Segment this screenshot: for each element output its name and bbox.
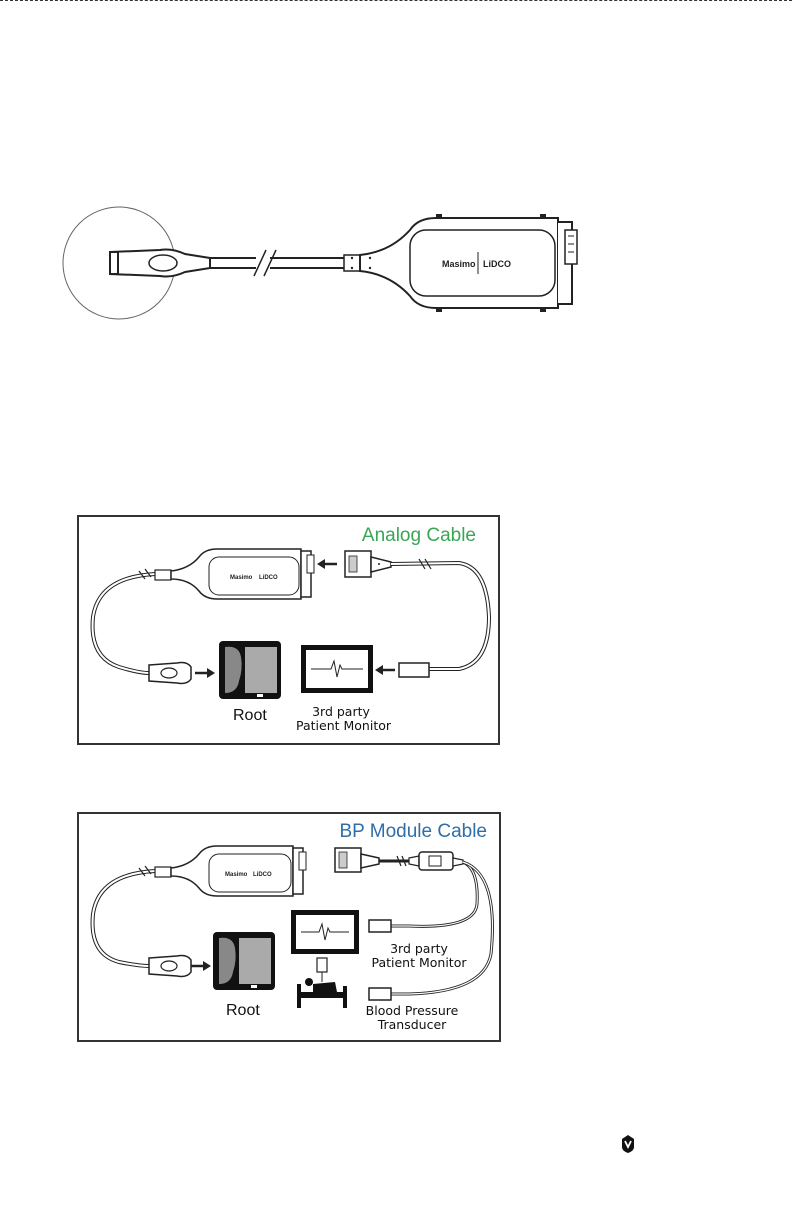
root-label: Root — [226, 1002, 260, 1020]
analog-cable-title: Analog Cable — [362, 525, 476, 547]
arrow-icon — [203, 961, 211, 971]
arrow-icon — [317, 559, 325, 569]
page-cut-line — [0, 0, 792, 1]
masimo-brand-text-bp: Masimo — [225, 872, 248, 878]
monitor-icon — [291, 910, 359, 954]
bp-module-cable-title: BP Module Cable — [339, 821, 487, 843]
masimo-brand-text: Masimo — [442, 259, 476, 269]
analog-cable-diagram: Masimo LiDCO — [79, 517, 498, 743]
masimo-logo-icon — [620, 1134, 636, 1154]
transducer-label: Blood Pressure Transducer — [357, 1004, 467, 1032]
root-device-icon — [213, 932, 275, 990]
lidco-cable-drawing: Masimo LiDCO — [60, 200, 590, 330]
bp-module-cable-panel: Masimo LiDCO — [77, 812, 501, 1042]
arrow-icon — [207, 668, 215, 678]
lidco-brand-text-bp: LiDCO — [253, 872, 272, 878]
root-label: Root — [233, 707, 267, 725]
lidco-brand-text: LiDCO — [483, 259, 511, 269]
monitor-label: 3rd party Patient Monitor — [365, 942, 473, 970]
monitor-icon — [301, 645, 373, 693]
arrow-icon — [375, 665, 383, 675]
masimo-brand-text-analog: Masimo — [230, 575, 253, 581]
lidco-brand-text-analog: LiDCO — [259, 575, 278, 581]
root-device-icon — [219, 641, 281, 699]
lidco-cable-figure: Masimo LiDCO — [60, 200, 590, 330]
monitor-label: 3rd party Patient Monitor — [296, 705, 386, 733]
patient-bed-icon — [297, 958, 347, 1008]
analog-cable-panel: Masimo LiDCO — [77, 515, 500, 745]
